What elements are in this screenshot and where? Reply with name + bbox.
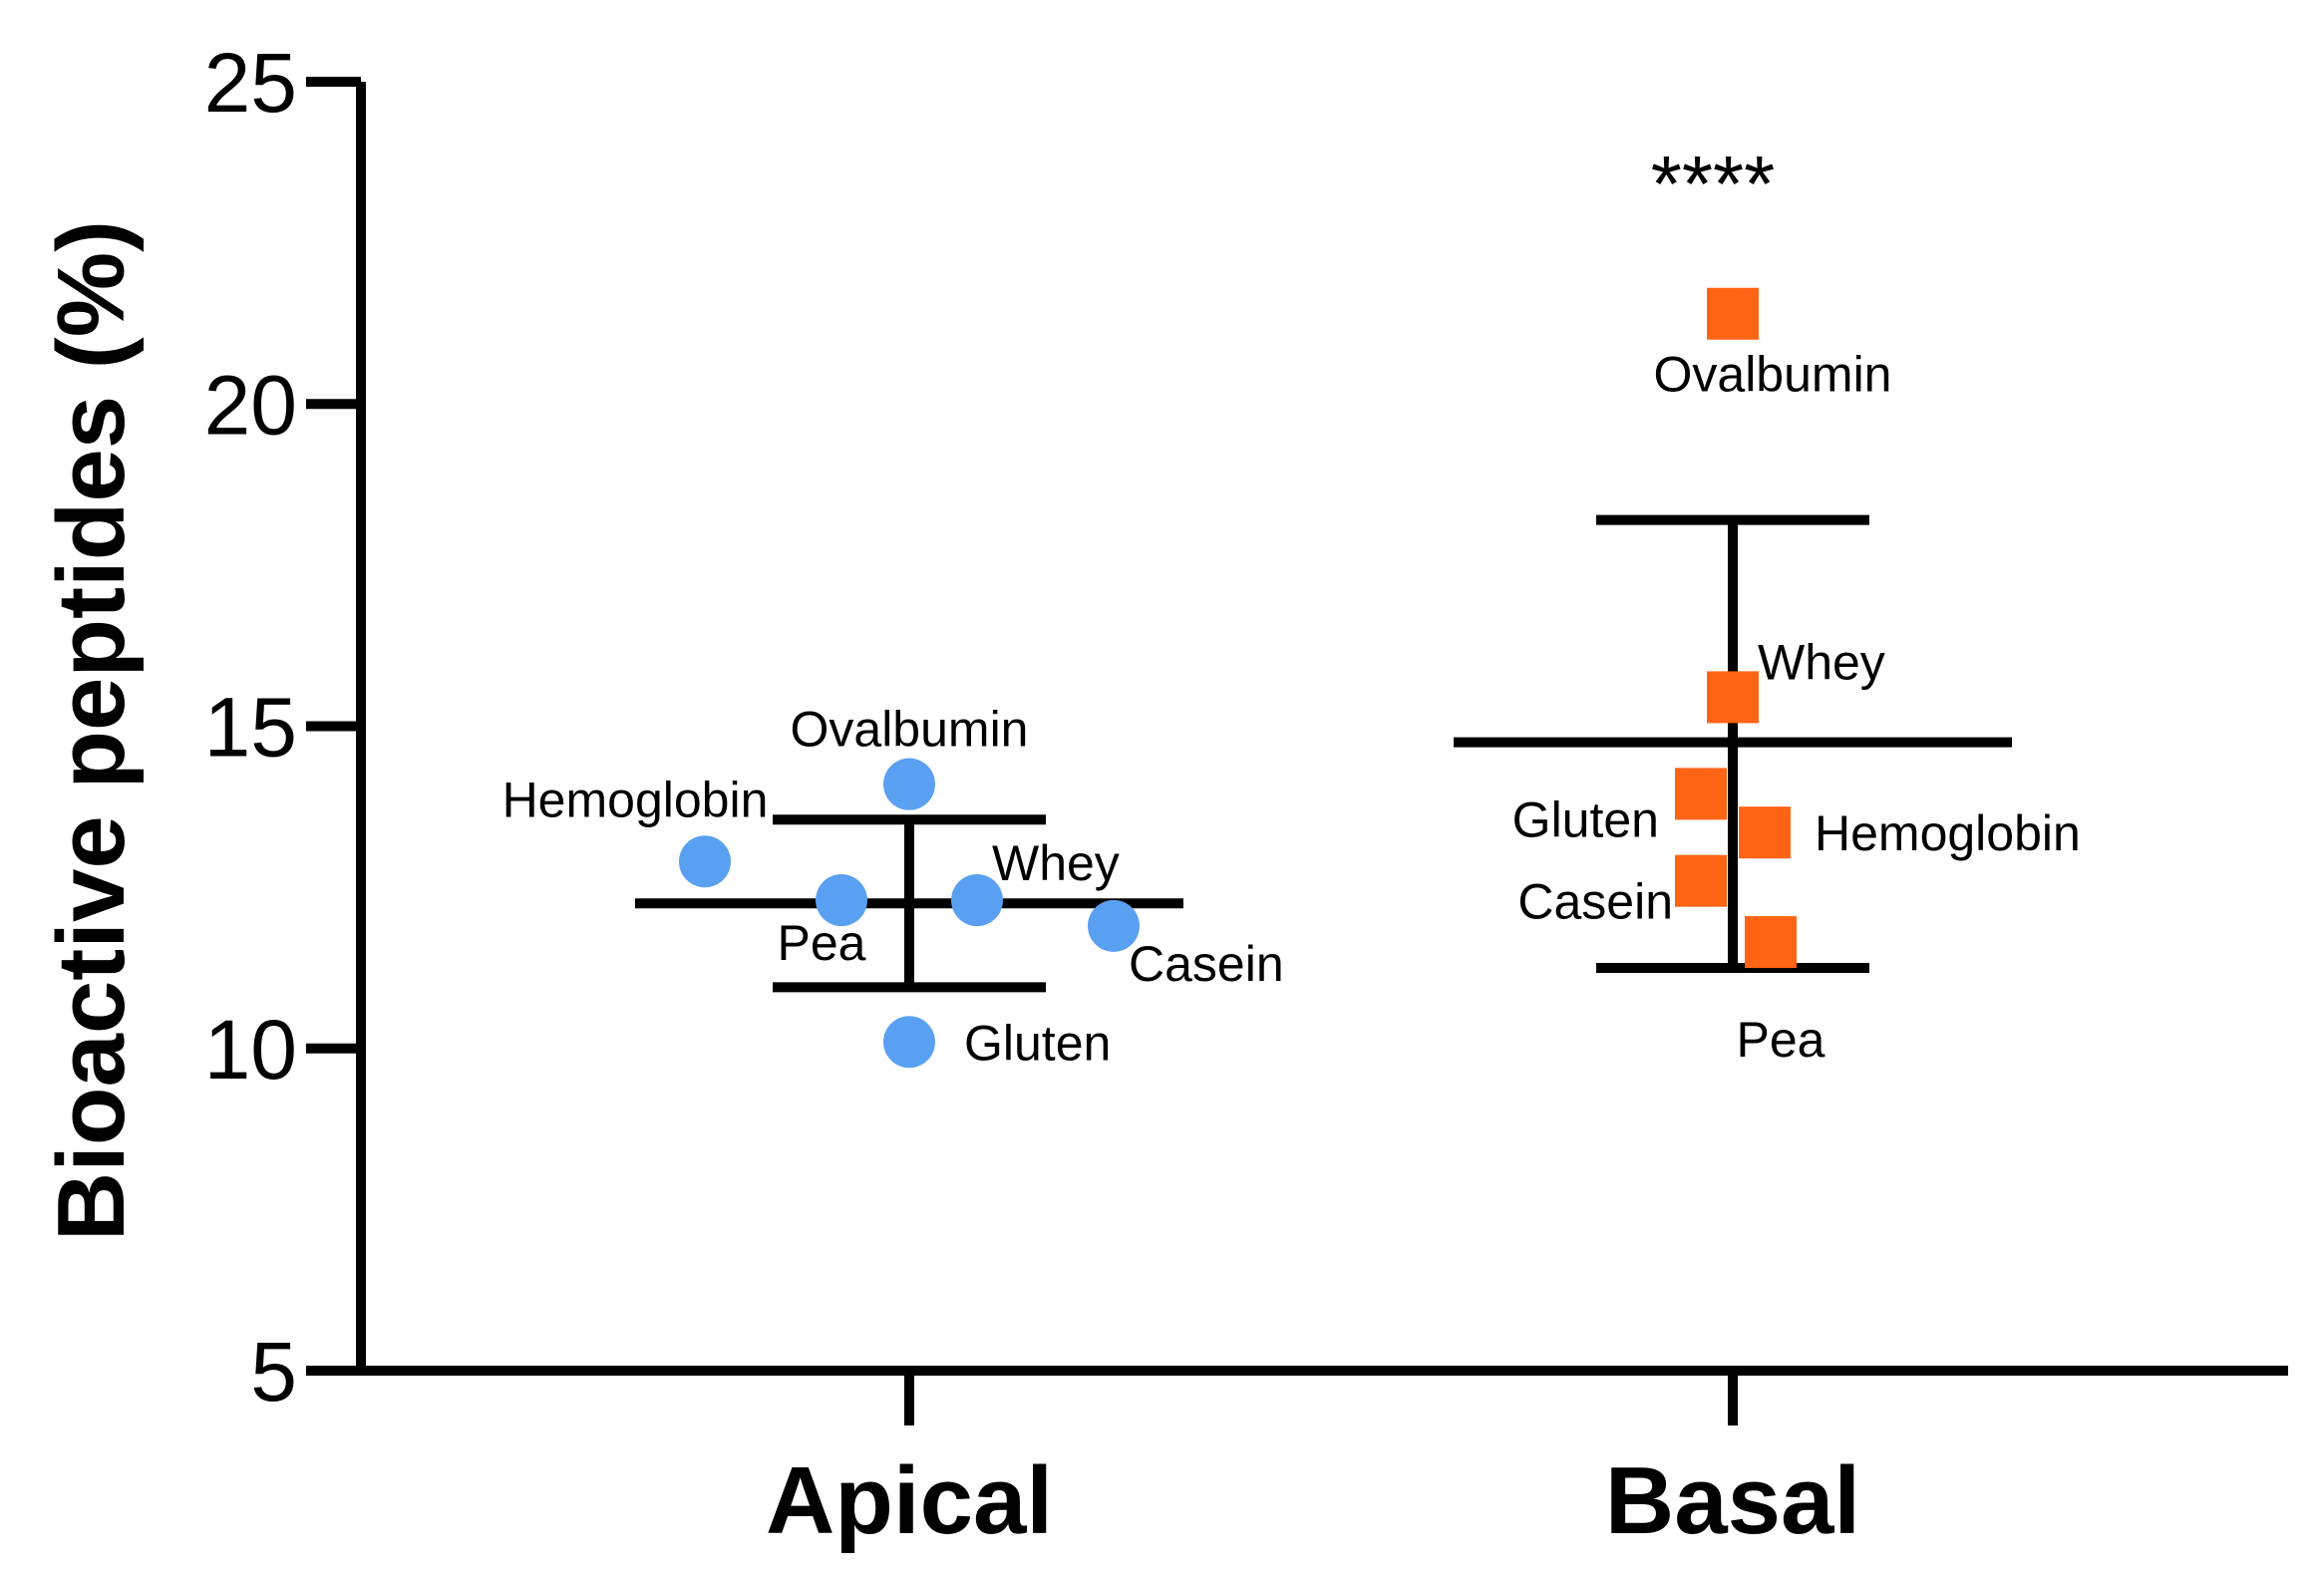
y-tick-label: 20 (204, 358, 297, 452)
point-label: Pea (778, 915, 866, 971)
data-point-apical (883, 1016, 935, 1069)
y-tick-label: 15 (204, 681, 297, 775)
point-label: Hemoglobin (1815, 805, 2081, 861)
y-tick-label: 10 (204, 1003, 297, 1097)
x-tick-label: Apical (766, 1447, 1053, 1554)
data-point-basal (1707, 287, 1759, 340)
significance-marker: **** (1651, 140, 1776, 228)
y-axis-title: Bioactive peptides (%) (38, 220, 145, 1241)
data-point-apical (883, 758, 935, 810)
point-label: Casein (1129, 936, 1284, 992)
data-point-apical (951, 874, 1003, 927)
point-label: Ovalbumin (791, 702, 1029, 758)
point-label: Gluten (964, 1015, 1111, 1071)
data-point-basal (1739, 806, 1791, 859)
point-label: Whey (992, 835, 1120, 891)
data-point-basal (1707, 671, 1759, 724)
data-point-basal (1675, 854, 1727, 907)
point-label: Ovalbumin (1654, 347, 1892, 403)
point-label: Gluten (1512, 791, 1659, 847)
data-point-apical (816, 874, 867, 927)
y-tick-label: 5 (250, 1325, 297, 1418)
error-bars (635, 514, 2012, 993)
x-tick-label: Basal (1605, 1447, 1860, 1554)
data-point-apical (1088, 899, 1140, 952)
y-tick-label: 25 (204, 36, 297, 130)
point-label: Pea (1737, 1012, 1826, 1068)
point-label: Hemoglobin (502, 772, 769, 827)
data-point-apical (679, 835, 731, 888)
point-label: Casein (1517, 874, 1673, 930)
data-point-basal (1675, 768, 1727, 820)
point-label: Whey (1758, 634, 1885, 690)
data-points (679, 287, 1797, 1069)
data-point-basal (1745, 916, 1797, 969)
point-labels: OvalbuminHemoglobinPeaWheyCaseinGlutenOv… (502, 140, 2081, 1071)
